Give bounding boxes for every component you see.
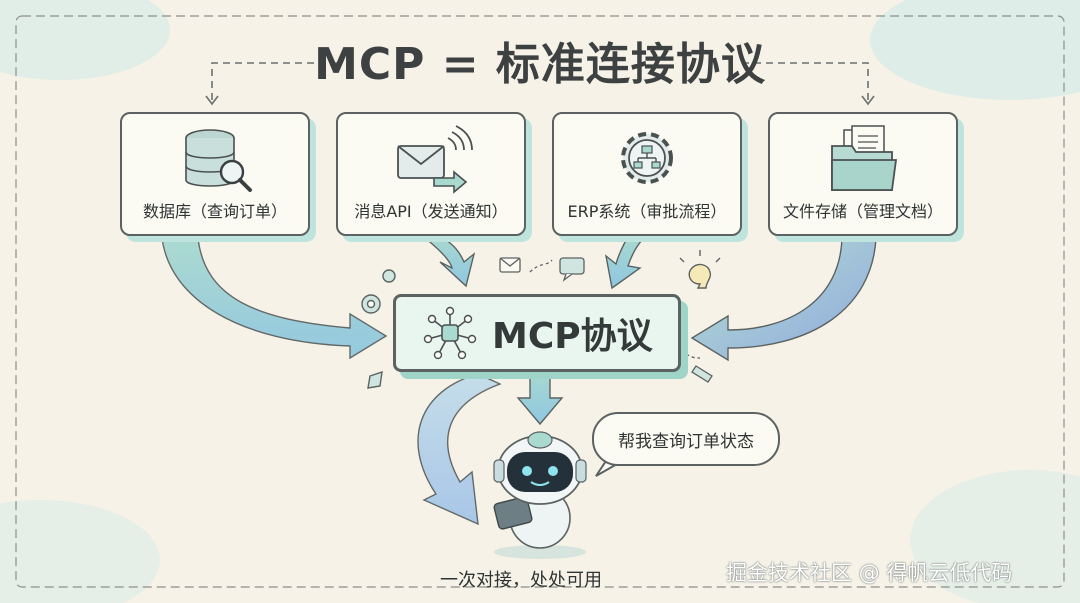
speech-text: 帮我查询订单状态 — [618, 432, 754, 452]
source-label: ERP系统（审批流程） — [567, 202, 727, 221]
watercolor-wash — [910, 470, 1080, 603]
source-label: 消息API（发送通知） — [354, 202, 508, 221]
diagram-title: MCP = 标准连接协议 — [314, 39, 766, 90]
gear-flowchart-icon — [621, 132, 673, 184]
network-nodes-icon — [423, 306, 477, 360]
source-box-database: 数据库（查询订单） — [120, 112, 310, 236]
envelope-send-icon — [397, 125, 473, 194]
flow-arrow-curve — [417, 373, 502, 526]
source-box-message-api: 消息API（发送通知） — [336, 112, 526, 236]
doodle-messages — [499, 257, 585, 282]
mcp-protocol-hub: MCP协议 — [393, 294, 681, 372]
source-label: 文件存储（管理文档） — [782, 202, 943, 221]
speech-bubble: 帮我查询订单状态 — [592, 412, 780, 466]
arrowhead — [205, 95, 219, 106]
watermark: 掘金技术社区 @ 得帆云低代码 — [726, 561, 1013, 585]
hub-label: MCP协议 — [492, 316, 653, 357]
source-box-erp: ERP系统（审批流程） — [552, 112, 742, 236]
source-label: 数据库（查询订单） — [142, 202, 287, 221]
flow-arrow-agent — [516, 369, 564, 426]
folder-documents-icon — [831, 125, 898, 191]
watercolor-wash — [870, 0, 1080, 100]
database-search-icon — [185, 129, 252, 192]
flow-arrow-message — [423, 235, 476, 288]
doodle-gears — [361, 269, 411, 389]
doodle-pencil — [681, 349, 713, 383]
flow-arrow-database — [161, 237, 388, 360]
flow-arrow-erp — [604, 235, 646, 290]
source-box-file-storage: 文件存储（管理文档） — [768, 112, 958, 236]
dashed-frame — [15, 15, 1065, 588]
caption: 一次对接，处处可用 — [440, 570, 602, 591]
robot-icon — [493, 431, 587, 559]
arrowhead — [861, 95, 875, 106]
watercolor-wash — [0, 0, 170, 80]
flow-arrow-storage — [690, 237, 877, 362]
dashed-connector — [742, 62, 869, 102]
watercolor-wash — [0, 500, 160, 603]
dashed-connector — [211, 62, 338, 102]
lightbulb-icon — [679, 250, 721, 289]
